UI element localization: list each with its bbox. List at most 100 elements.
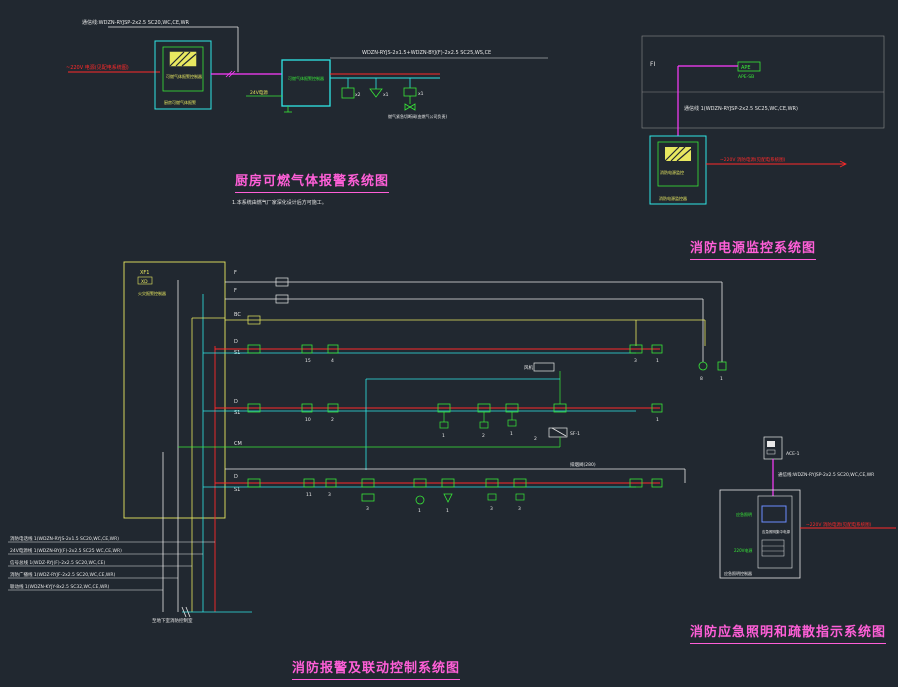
gas-detector-1: [341, 87, 355, 99]
manual-button-row1: [651, 344, 663, 354]
emergency-power-in: ~220V 消防电源(见配电系统图): [806, 521, 872, 528]
emergency-system-title: 消防应急照明和疏散指示系统图: [690, 621, 887, 644]
tag-r3-5: 1: [446, 508, 449, 514]
ape-label: APE: [741, 65, 751, 71]
fan-control-box: [533, 362, 555, 372]
fan-tag: SF-1: [570, 431, 580, 437]
tag-r1-4: 1: [656, 358, 659, 364]
legend-3: 信号总线 1(WDZ-RYJ(F)-2x2.5 SC20,WC,CE): [10, 559, 106, 566]
title-underline: [292, 679, 461, 680]
bus-label: F: [234, 288, 237, 294]
emergency-lighting-diagram: ACE-1 通信线:WDZN-RYJSP-2x2.5 SC20,WC,CE,WR…: [719, 436, 896, 579]
bus-label: F: [234, 270, 237, 276]
gas-detector-2: [369, 88, 383, 98]
gas-valve-module: [403, 87, 417, 97]
row3-tag: 排烟阀(280): [570, 461, 596, 468]
tag-r2-2: 2: [331, 417, 334, 423]
tag-r2-3: 1: [442, 433, 445, 439]
bus-label: S1: [234, 410, 240, 416]
power-zone-frame: [641, 35, 885, 129]
bus-label: D: [234, 339, 238, 345]
fan-sub-label: 风机: [524, 364, 533, 371]
power-panel-sub: 消防电源监控器: [659, 195, 687, 201]
smoke-detector-row1: [301, 344, 313, 354]
title-underline: [690, 643, 887, 644]
fire-title-text: 消防报警及联动控制系统图: [292, 661, 461, 676]
title-underline: [235, 192, 390, 193]
gas-controller-box: [281, 59, 331, 107]
tag-r2-5: 1: [510, 431, 513, 437]
count-right-2: 1: [720, 376, 723, 382]
emergency-panel-sub: 应急照明集中电源: [762, 529, 790, 534]
emergency-panel: [719, 489, 801, 579]
phone-jack-icon: [698, 361, 708, 371]
ape-sub-label: APE-SB: [738, 74, 754, 80]
bus-label: CM: [234, 441, 242, 447]
broadcast-module: [247, 315, 261, 325]
kitchen-top-cable-label: 通信线:WDZN-RYJSP-2x2.5 SC20,WC,CE,WR: [82, 19, 190, 26]
kitchen-panel-label: 可燃气体报警控制器: [166, 73, 202, 79]
count-right-1: 8: [700, 376, 703, 382]
fire-panel-label: 火灾报警控制器: [138, 290, 166, 296]
tag-r2-6: 1: [656, 417, 659, 423]
emergency-cable-label: 通信线:WDZN-RYJSP-2x2.5 SC20,WC,CE,WR: [778, 471, 874, 478]
bus-label: BC: [234, 312, 241, 318]
power-panel-label: 消防电源监控: [660, 169, 684, 175]
tag-r3-6: 3: [490, 506, 493, 512]
gas-valve-icon: [404, 103, 416, 111]
det-count-3: x1: [418, 91, 424, 97]
power-monitor-panel: [649, 135, 707, 205]
emergency-box: [763, 436, 783, 460]
phone-module-1: [275, 277, 289, 287]
tag-r3-2: 3: [328, 492, 331, 498]
emergency-panel-label: 应急照明控制器: [724, 570, 752, 576]
fire-alarm-panel: [123, 261, 226, 519]
kitchen-right-cable-label: WDZN-RYJS-2x1.5+WDZN-BYJ(F)-2x2.5 SC25,W…: [362, 50, 491, 56]
tag-r3-7: 3: [518, 506, 521, 512]
power-in-label: ~220V 消防电源(见配电系统图): [720, 156, 786, 163]
emergency-panel-mid: 220V电源: [734, 547, 752, 553]
fire-panel-sub: XD: [141, 279, 148, 285]
heat-detector-row1: [327, 344, 339, 354]
fan-icon: [548, 427, 568, 438]
title-underline: [690, 259, 817, 260]
emergency-panel-top: 应急照明: [736, 511, 752, 517]
kitchen-title-text: 厨房可燃气体报警系统图: [235, 174, 390, 189]
tag-r2-7: 2: [534, 436, 537, 442]
power-system-title: 消防电源监控系统图: [690, 237, 817, 260]
bus-label: D: [234, 399, 238, 405]
fire-panel-code: XF1: [140, 270, 149, 276]
kitchen-note: 1.本系统由燃气厂家深化设计后方可施工。: [232, 199, 327, 206]
bus-label: S1: [234, 487, 240, 493]
phone-handset-icon: [717, 361, 727, 371]
tag-r1-3: 3: [634, 358, 637, 364]
fire-bottom-label: 至地下室消防控制室: [152, 617, 193, 624]
tag-r3-3: 3: [366, 506, 369, 512]
emergency-box-label: ACE-1: [786, 451, 800, 457]
tag-r3-1: 11: [306, 492, 312, 498]
sounder-row1: [629, 344, 643, 354]
kitchen-panel-sub: 厨房可燃气体报警: [164, 99, 196, 105]
power-zone-tag: FI: [650, 61, 655, 68]
tag-r2-1: 10: [305, 417, 311, 423]
kitchen-power-in-label: ~220V 电源(见配电系统图): [66, 64, 129, 71]
power-cable-label: 通信线 1(WDZN-RYJSP-2x2.5 SC25,WC,CE,WR): [684, 105, 798, 112]
legend-1: 消防电话线 1(WDZN-RYJS-2x1.5 SC20,WC,CE,WR): [10, 535, 119, 542]
gas-controller-label: 可燃气体报警控制器: [288, 75, 324, 81]
tag-r1-1: 15: [305, 358, 311, 364]
power-title-text: 消防电源监控系统图: [690, 241, 817, 256]
legend-4: 消防广播线 1(WDZ-RYJF-2x2.5 SC20,WC,CE,WR): [10, 571, 115, 578]
tag-r3-4: 1: [418, 508, 421, 514]
emergency-title-text: 消防应急照明和疏散指示系统图: [690, 625, 887, 640]
tag-r2-4: 2: [482, 433, 485, 439]
kitchen-valve-label: 燃气紧急切断阀(由燃气公司负责): [388, 113, 448, 119]
kitchen-system-title: 厨房可燃气体报警系统图: [235, 170, 390, 193]
kitchen-supply-tag: 24V电源: [250, 89, 268, 96]
phone-module-2: [275, 294, 289, 304]
kitchen-alarm-panel: [154, 40, 212, 110]
legend-2: 24V电源线 1(WDZN-BYJ(F)-2x2.5 SC25 WC,CE,WR…: [10, 547, 122, 554]
bus-label: D: [234, 474, 238, 480]
